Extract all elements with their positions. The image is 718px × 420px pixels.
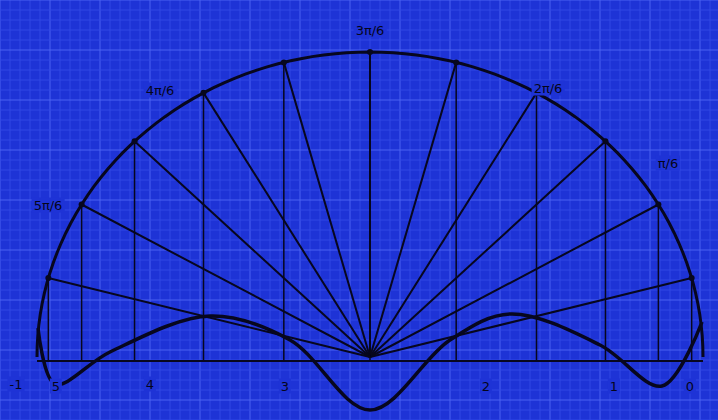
grid-line — [0, 200, 718, 201]
angle-label: π/6 — [656, 156, 680, 171]
grid-line — [0, 400, 718, 401]
grid-line — [0, 40, 718, 41]
grid-line — [0, 330, 718, 331]
grid-line — [0, 310, 718, 311]
grid-line — [0, 90, 718, 91]
arc-point — [45, 275, 51, 281]
angle-label: 3π/6 — [354, 23, 387, 38]
arc-point — [201, 90, 207, 96]
grid-line — [0, 140, 718, 141]
radial-line — [82, 205, 370, 358]
angle-label: 4π/6 — [144, 83, 177, 98]
grid-line — [0, 370, 718, 371]
arc-point — [281, 59, 287, 65]
grid-line — [0, 60, 718, 61]
grid-line — [0, 280, 718, 281]
arc-point — [367, 49, 373, 55]
angle-label: 5π/6 — [32, 198, 65, 213]
radial-line — [370, 141, 605, 357]
angle-label: 2π/6 — [532, 81, 565, 96]
projection-line — [658, 205, 660, 362]
projection-line — [455, 62, 457, 361]
radial-line — [370, 205, 658, 358]
grid-line — [0, 20, 718, 21]
axis-number: -1 — [8, 377, 25, 392]
arc-point — [132, 138, 138, 144]
grid-line — [0, 130, 718, 131]
projection-line — [203, 93, 205, 361]
projection-line — [536, 93, 538, 361]
grid-line — [0, 160, 718, 161]
grid-line — [0, 80, 718, 81]
radial-line — [284, 62, 370, 357]
arc-point — [689, 275, 695, 281]
grid-line — [0, 240, 718, 241]
grid-line — [0, 410, 718, 411]
grid-line — [0, 360, 718, 361]
wave-curve — [38, 314, 702, 410]
projection-line — [134, 141, 136, 361]
radial-line — [370, 62, 456, 357]
grid-line — [0, 10, 718, 11]
grid-line — [0, 290, 718, 291]
grid-line — [0, 110, 718, 111]
arc-point — [602, 138, 608, 144]
grid-line — [0, 180, 718, 181]
projection-line — [369, 52, 371, 361]
grid-line — [0, 0, 718, 1]
grid-line — [0, 300, 718, 301]
grid-line — [0, 70, 718, 71]
grid-line — [0, 100, 718, 101]
drawing — [37, 49, 703, 410]
axis-number: 3 — [279, 379, 291, 394]
grid-line — [0, 150, 718, 151]
projection-line — [81, 205, 83, 362]
axis-number: 4 — [144, 377, 156, 392]
grid-line — [0, 260, 718, 261]
axis-number: 2 — [480, 379, 492, 394]
grid-line — [0, 190, 718, 191]
arc-point — [79, 202, 85, 208]
axis-number: 1 — [608, 379, 620, 394]
axis-number: 0 — [684, 379, 696, 394]
arc-point — [453, 59, 459, 65]
radial-line — [370, 93, 537, 357]
projection-line — [283, 62, 285, 361]
grid-line — [0, 50, 718, 51]
grid-line — [0, 220, 718, 221]
grid-line — [0, 210, 718, 211]
projection-line — [48, 278, 50, 361]
grid-line — [0, 120, 718, 121]
axis-number: 5 — [50, 379, 62, 394]
projection-line — [605, 141, 607, 361]
grid-line — [0, 270, 718, 271]
arc-point — [655, 202, 661, 208]
grid-line — [0, 250, 718, 251]
